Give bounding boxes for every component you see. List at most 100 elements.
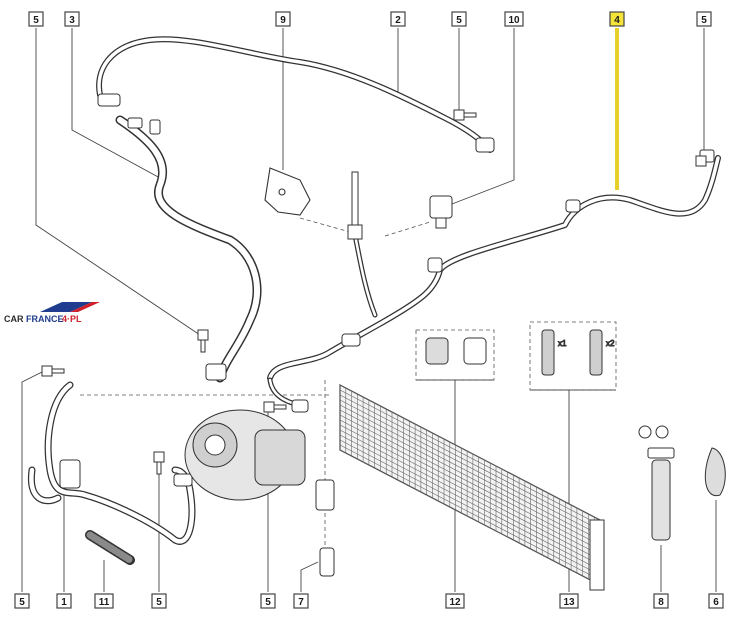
callout-7[interactable]: 7 [293,593,309,609]
valve-cap-right [463,337,487,365]
drier-cap [647,447,675,459]
pipe-3-fill [117,117,261,381]
svg-text:4: 4 [614,15,620,26]
svg-text:5: 5 [33,15,39,26]
pressure-sensor-stem [435,217,447,229]
callout-13[interactable]: 13 [559,593,579,609]
dashed-guide-2 [299,217,351,233]
compressor-hub [204,434,226,456]
callout-8[interactable]: 8 [653,593,669,609]
condenser [339,384,605,591]
svg-text:5: 5 [701,15,707,26]
svg-text:9: 9 [280,15,286,26]
fitting-pipe-1 [59,459,81,489]
fitting-top-left-3 [149,119,161,135]
svg-text:5: 5 [456,15,462,26]
condenser-fin [339,394,601,531]
callout-9[interactable]: 9 [275,11,291,27]
seal-lower [319,547,335,577]
valve-cap-box [415,329,495,381]
pipe-4-fill [268,156,720,380]
compressor [184,409,306,501]
sensor-base [347,224,363,240]
bolt-e [153,451,165,475]
condenser-fin [339,429,601,566]
callout-12[interactable]: 12 [445,593,465,609]
fitting-comp-pipe [291,399,309,413]
seals-7 [315,479,335,577]
condenser-fin [339,384,601,521]
callout-2[interactable]: 2 [390,11,406,27]
svg-text:12: 12 [449,597,461,608]
bolts [41,109,707,475]
valve-caps-12 [425,337,487,365]
callout-5-b[interactable]: 5 [451,11,467,27]
sleeve-11 [85,530,135,565]
svg-text:5: 5 [156,597,162,608]
o-ring-a [638,425,652,439]
condenser-fin [339,444,601,581]
seal-upper [315,479,335,511]
fitting-pipe-2-end [475,137,495,153]
svg-text:2: 2 [395,15,401,26]
bracket-body [264,167,311,216]
svg-text:13: 13 [563,597,575,608]
svg-text:3: 3 [69,15,75,26]
condenser-fins [339,384,601,586]
condenser-fin [339,404,601,541]
desiccant-bag-6 [704,447,726,497]
callout-10[interactable]: 10 [504,11,524,27]
callout-5-d[interactable]: 5 [14,593,30,609]
callout-3[interactable]: 3 [64,11,80,27]
callout-11[interactable]: 11 [94,593,114,609]
logo-blue-swoosh [40,302,92,312]
condenser-fin [339,409,601,546]
condenser-fin [339,449,601,586]
leader-10 [451,28,515,205]
fitting-pipe-1-end [173,473,193,487]
bracket-9 [264,167,311,216]
dashed-guide-3 [384,221,431,237]
bolt-a [197,329,209,353]
leader-5-a [35,28,201,336]
condenser-fin [339,434,601,571]
drier-8 [638,425,675,541]
callout-5-c[interactable]: 5 [696,11,712,27]
leader-3 [71,28,161,179]
bracket-hole [278,188,286,196]
dashed-guides [80,217,617,560]
svg-text:11: 11 [99,597,110,608]
svg-text:5: 5 [265,597,271,608]
fitting-pipe-4-right [565,199,581,213]
callout-boxes: 5 3 9 2 5 10 4 5 5 1 11 5 5 7 12 13 8 6 [14,11,724,609]
callout-4[interactable]: 4 [609,11,625,27]
logo-middle: FRANCE [26,314,64,324]
callout-5-f[interactable]: 5 [260,593,276,609]
valve-core-left [541,329,555,376]
callout-5-a[interactable]: 5 [28,11,44,27]
sensor-rod [351,171,359,228]
sleeve-fill [86,531,134,564]
o-ring-b [655,425,669,439]
condenser-fin [339,439,601,576]
bolt-b [453,109,477,121]
drier-body [651,459,671,541]
svg-text:6: 6 [713,597,719,608]
condenser-fin [339,399,601,536]
pipe-1-fill [45,382,195,544]
compressor-head [254,429,306,486]
logo-prefix: CAR [4,314,24,324]
callout-5-e[interactable]: 5 [151,593,167,609]
callout-6[interactable]: 6 [708,593,724,609]
svg-text:10: 10 [508,15,520,26]
valve-cores-13: x1 x2 [541,329,616,376]
condenser-tank [589,519,605,591]
leader-5-d [21,371,43,592]
condenser-fin [339,424,601,561]
leader-7 [300,561,319,592]
valve-right-qty: x2 [606,339,615,348]
fitting-pipe-3-end [205,363,227,381]
callout-1[interactable]: 1 [56,593,72,609]
condenser-fin [339,414,601,551]
